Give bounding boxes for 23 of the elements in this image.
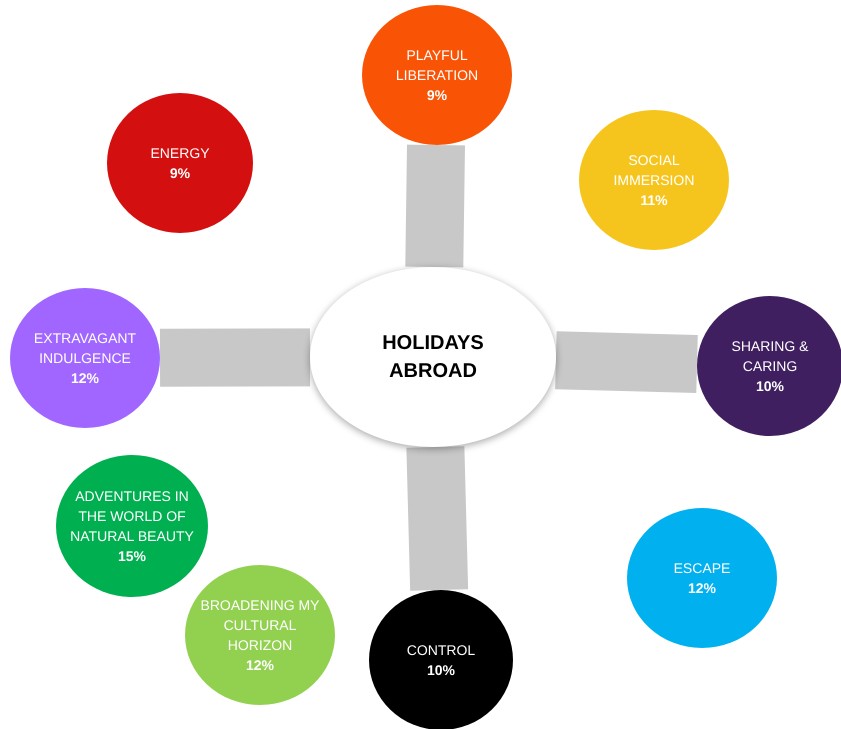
category-name: BROADENING MY CULTURAL HORIZON [199, 596, 320, 655]
percentage-value: 9% [426, 86, 448, 105]
connector-bar [406, 446, 468, 591]
category-name: SHARING & CARING [730, 337, 810, 376]
percentage-value: 12% [688, 579, 716, 598]
category-name: ENERGY [150, 144, 210, 163]
connector-bar [405, 144, 465, 268]
category-name: SOCIAL IMMERSION [612, 151, 696, 190]
percentage-value: 12% [70, 369, 100, 388]
percentage-value: 9% [170, 164, 190, 183]
percentage-value: 11% [640, 191, 668, 210]
connector-bar [555, 331, 698, 394]
category-name: ADVENTURES IN THE WORLD OF NATURAL BEAUTY [70, 487, 194, 546]
percentage-value: 10% [756, 377, 784, 396]
percentage-value: 10% [426, 661, 456, 680]
central-title: HOLIDAYS ABROAD [381, 331, 485, 384]
category-name: PLAYFUL LIBERATION [394, 46, 480, 85]
category-name: CONTROL [406, 641, 476, 660]
percentage-value: 15% [118, 547, 146, 566]
percentage-value: 12% [246, 656, 274, 675]
category-name: ESCAPE [674, 559, 730, 578]
category-name: EXTRAVAGANT INDULGENCE [32, 329, 138, 368]
connector-bar [160, 328, 310, 387]
